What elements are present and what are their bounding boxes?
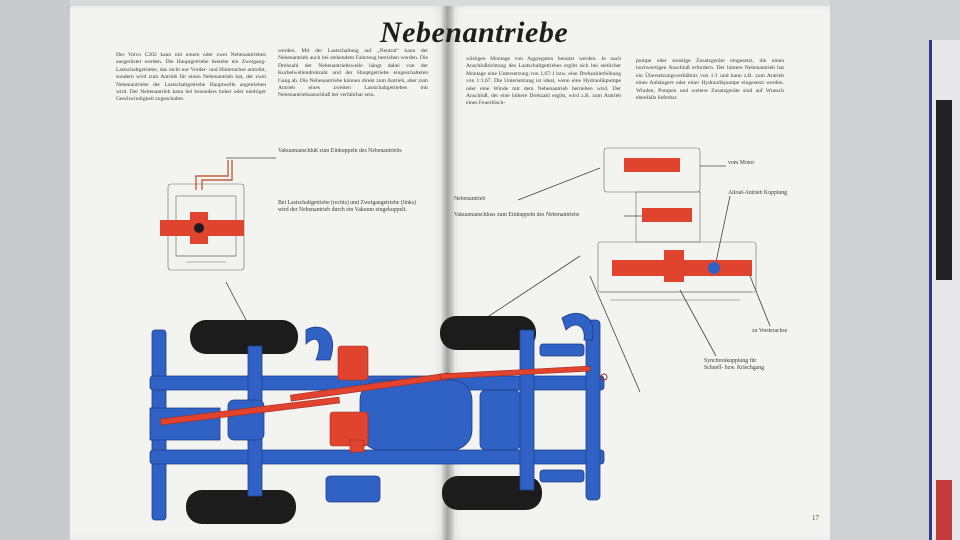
tire-rear-right [442,476,542,510]
paragraph-column-4: pumpe oder sonstige Zusatzgeräte eingese… [636,58,784,102]
page-heading: Nebenantriebe [380,16,569,49]
label-engagement-note: Bei Lastschaltgetriebe (rechts) und Zwei… [278,200,416,213]
desk-background-left [0,0,70,540]
label-vacuum-connection-right: Vakuumanschluss zum Einkuppeln des Neben… [454,212,580,218]
label-from-engine: vom Motor [728,160,755,166]
right-gearbox-cutaway [597,147,757,301]
neighbor-book-cover-strip [936,100,952,280]
vehicle-chassis [149,313,608,524]
label-synchro-clutch: Synchronkupplung für Schnell- bzw. Kriec… [704,358,764,371]
tire-front-right [440,316,536,350]
tire-front-left [190,320,298,354]
paragraph-column-1: Der Volvo C202 kann mit einem oder zwei … [116,52,266,103]
leader-lines [225,157,771,393]
tire-rear-left [186,490,296,524]
page-number: 17 [812,514,819,522]
neighbor-book [929,40,960,540]
neighbor-book-red-tab [936,480,952,540]
label-to-front-axle: zu Vorderachse [752,328,788,334]
paragraph-column-2: werden. Mit der Lastschaltung auf „Neutr… [278,48,428,99]
label-all-wheel-clutch: Allrad-Antrieb Kupplung [728,190,788,196]
label-nebenantrieb: Nebenantrieb [454,196,486,202]
label-vacuum-connection-left: Vakuumanschluß zum Einkuppeln des Nebena… [278,148,402,154]
paragraph-column-3: wärtigen Montage von Aggregaten benutzt … [466,56,621,107]
left-gearbox-cutaway [160,160,245,271]
